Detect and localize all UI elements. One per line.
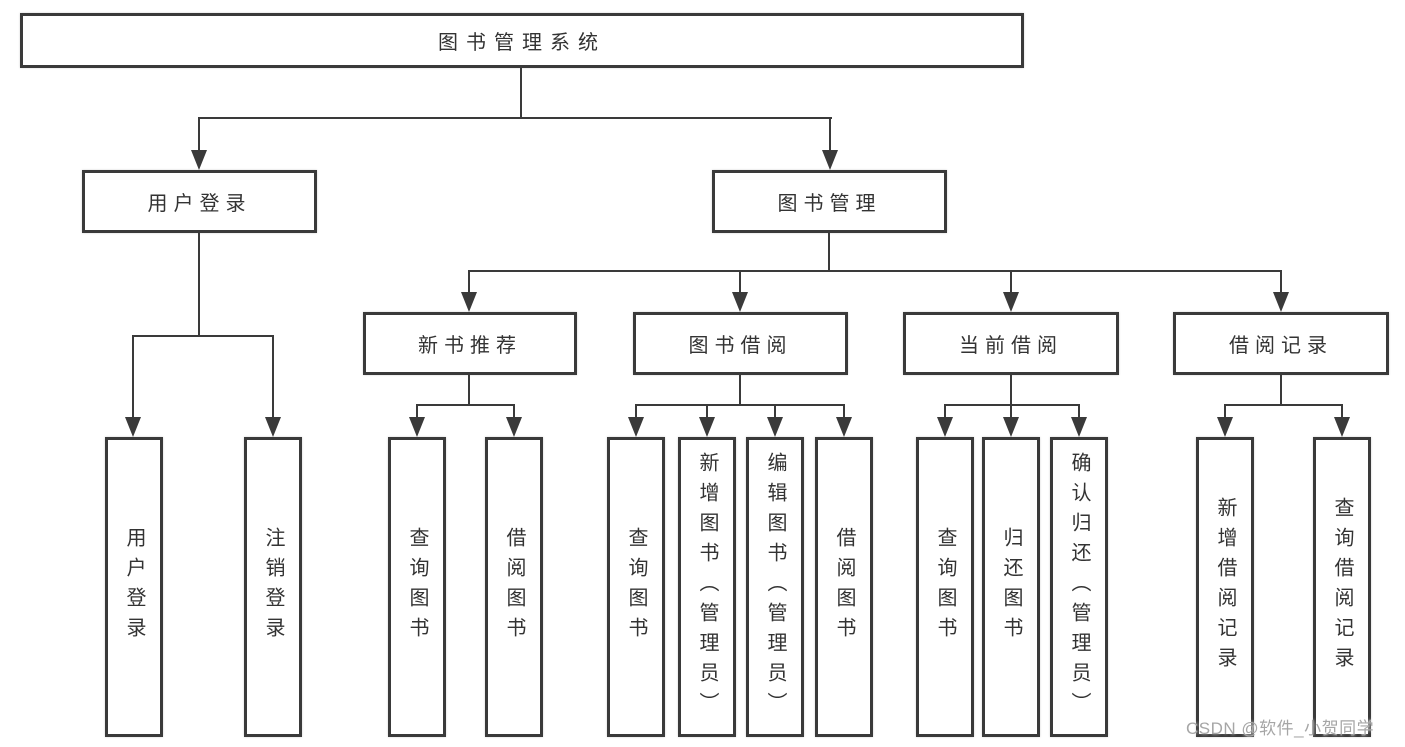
leaf-query-book-current-label: 查询图书	[934, 527, 956, 647]
leaf-query-book-newrec-label: 查询图书	[406, 527, 428, 647]
leaf-query-book-current-box: 查询图书	[916, 437, 974, 737]
connector-book-mgmt-stem	[828, 233, 830, 272]
node-current-borrow-label: 当前借阅	[959, 335, 1063, 357]
node-book-mgmt-box: 图书管理	[712, 170, 947, 233]
node-user-login-label: 用户登录	[147, 193, 252, 215]
connector-drop-book-mgmt	[829, 117, 831, 153]
connector-drop-leaf	[1341, 404, 1343, 419]
leaf-user-login-label: 用户登录	[123, 527, 145, 647]
arrow-down-icon	[1217, 417, 1233, 437]
node-book-borrow-label: 图书借阅	[688, 335, 793, 357]
arrow-down-icon	[1071, 417, 1087, 437]
leaf-confirm-return-admin-box: 确认归还（管理员）	[1050, 437, 1108, 737]
arrow-down-icon	[191, 150, 207, 170]
connector-drop-leaf	[1078, 404, 1080, 419]
leaf-query-borrow-record-label: 查询借阅记录	[1331, 497, 1353, 677]
connector-drop-leaf	[1224, 404, 1226, 419]
arrow-down-icon	[937, 417, 953, 437]
connector-stem	[1280, 374, 1282, 406]
arrow-down-icon	[461, 292, 477, 312]
leaf-query-borrow-record-box: 查询借阅记录	[1313, 437, 1371, 737]
arrow-down-icon	[265, 417, 281, 437]
connector-drop-leaf	[132, 335, 134, 419]
node-new-book-rec-label: 新书推荐	[418, 335, 522, 357]
connector-stem	[1010, 374, 1012, 406]
leaf-logout-label: 注销登录	[262, 527, 284, 647]
connector-drop-leaf	[416, 404, 418, 419]
connector-root-stem	[520, 68, 522, 118]
arrow-down-icon	[628, 417, 644, 437]
connector-stem	[739, 374, 741, 406]
connector-drop-leaf	[635, 404, 637, 419]
leaf-query-book-borrow-label: 查询图书	[625, 527, 647, 647]
connector-root-crossbar	[198, 117, 832, 119]
leaf-confirm-return-admin-label: 确认归还（管理员）	[1068, 452, 1090, 722]
node-root-label: 图书管理系统	[438, 32, 606, 54]
arrow-down-icon	[1003, 292, 1019, 312]
arrow-down-icon	[732, 292, 748, 312]
connector-drop-new-book	[468, 270, 470, 294]
connector-drop-current-borrow	[1010, 270, 1012, 294]
leaf-borrow-book-label: 借阅图书	[833, 527, 855, 647]
leaf-borrow-book-newrec-box: 借阅图书	[485, 437, 543, 737]
arrow-down-icon	[125, 417, 141, 437]
node-book-mgmt-label: 图书管理	[777, 193, 882, 215]
arrow-down-icon	[699, 417, 715, 437]
leaf-add-book-admin-box: 新增图书（管理员）	[678, 437, 736, 737]
leaf-query-book-borrow-box: 查询图书	[607, 437, 665, 737]
arrow-down-icon	[1273, 292, 1289, 312]
leaf-return-book-label: 归还图书	[1000, 527, 1022, 647]
connector-drop-leaf	[944, 404, 946, 419]
connector-crossbar	[416, 404, 515, 406]
leaf-return-book-box: 归还图书	[982, 437, 1040, 737]
connector-crossbar	[944, 404, 1080, 406]
connector-user-login-stem	[198, 233, 200, 336]
connector-drop-leaf	[774, 404, 776, 419]
leaf-add-borrow-record-label: 新增借阅记录	[1214, 497, 1236, 677]
leaf-borrow-book-box: 借阅图书	[815, 437, 873, 737]
node-borrow-record-box: 借阅记录	[1173, 312, 1389, 375]
leaf-user-login-box: 用户登录	[105, 437, 163, 737]
leaf-edit-book-admin-label: 编辑图书（管理员）	[764, 452, 786, 722]
leaf-edit-book-admin-box: 编辑图书（管理员）	[746, 437, 804, 737]
leaf-query-book-newrec-box: 查询图书	[388, 437, 446, 737]
arrow-down-icon	[822, 150, 838, 170]
arrow-down-icon	[1003, 417, 1019, 437]
connector-crossbar	[635, 404, 844, 406]
csdn-watermark: CSDN @软件_小贺同学	[1186, 719, 1375, 738]
leaf-logout-box: 注销登录	[244, 437, 302, 737]
node-root-box: 图书管理系统	[20, 13, 1024, 68]
connector-drop-leaf	[706, 404, 708, 419]
node-new-book-rec-box: 新书推荐	[363, 312, 577, 375]
connector-drop-leaf	[843, 404, 845, 419]
connector-crossbar	[1224, 404, 1343, 406]
node-user-login-box: 用户登录	[82, 170, 317, 233]
connector-drop-leaf	[513, 404, 515, 419]
connector-book-mgmt-crossbar	[468, 270, 1282, 272]
arrow-down-icon	[767, 417, 783, 437]
node-borrow-record-label: 借阅记录	[1229, 335, 1333, 357]
node-current-borrow-box: 当前借阅	[903, 312, 1119, 375]
connector-drop-book-borrow	[739, 270, 741, 294]
leaf-borrow-book-newrec-label: 借阅图书	[503, 527, 525, 647]
arrow-down-icon	[409, 417, 425, 437]
node-book-borrow-box: 图书借阅	[633, 312, 848, 375]
leaf-add-book-admin-label: 新增图书（管理员）	[696, 452, 718, 722]
connector-drop-leaf	[1010, 404, 1012, 419]
arrow-down-icon	[1334, 417, 1350, 437]
leaf-add-borrow-record-box: 新增借阅记录	[1196, 437, 1254, 737]
arrow-down-icon	[506, 417, 522, 437]
connector-stem	[468, 374, 470, 406]
arrow-down-icon	[836, 417, 852, 437]
connector-drop-leaf	[272, 335, 274, 419]
connector-user-login-crossbar	[132, 335, 274, 337]
connector-drop-user-login	[198, 117, 200, 153]
connector-drop-borrow-record	[1280, 270, 1282, 294]
